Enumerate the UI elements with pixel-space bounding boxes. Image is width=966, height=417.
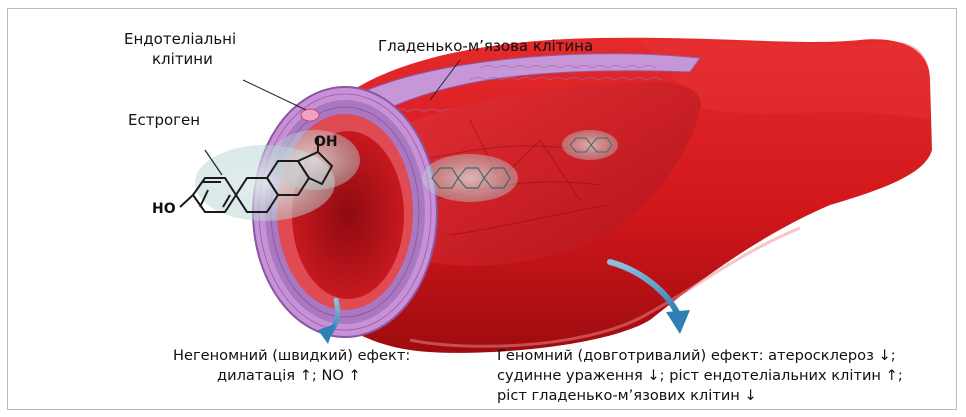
nongenomic-caption: Негеномний (швидкий) ефект: дилатація ↑;… (173, 346, 410, 386)
genomic-caption: Геномний (довготривалий) ефект: атероскл… (497, 346, 903, 406)
genomic-line3: ріст гладенько-м’язових клітин ↓ (497, 386, 903, 406)
hydroxyl-oh-label: OH (314, 133, 338, 152)
endothelial-label-line1: Ендотеліальні (124, 30, 236, 49)
nongenomic-line2: дилатація ↑; NO ↑ (173, 366, 410, 386)
genomic-line2: судинне ураження ↓; ріст ендотеліальних … (497, 366, 903, 386)
endothelial-label-line2: клітини (152, 50, 213, 69)
estrogen-label: Естроген (128, 111, 200, 130)
nongenomic-line1: Негеномний (швидкий) ефект: (173, 346, 410, 366)
endothelial-pointer (243, 80, 306, 110)
hydroxyl-ho-label: HO (152, 200, 176, 219)
smooth-muscle-label: Гладенько-м’язова клітина (378, 37, 593, 56)
genomic-line1: Геномний (довготривалий) ефект: атероскл… (497, 346, 903, 366)
